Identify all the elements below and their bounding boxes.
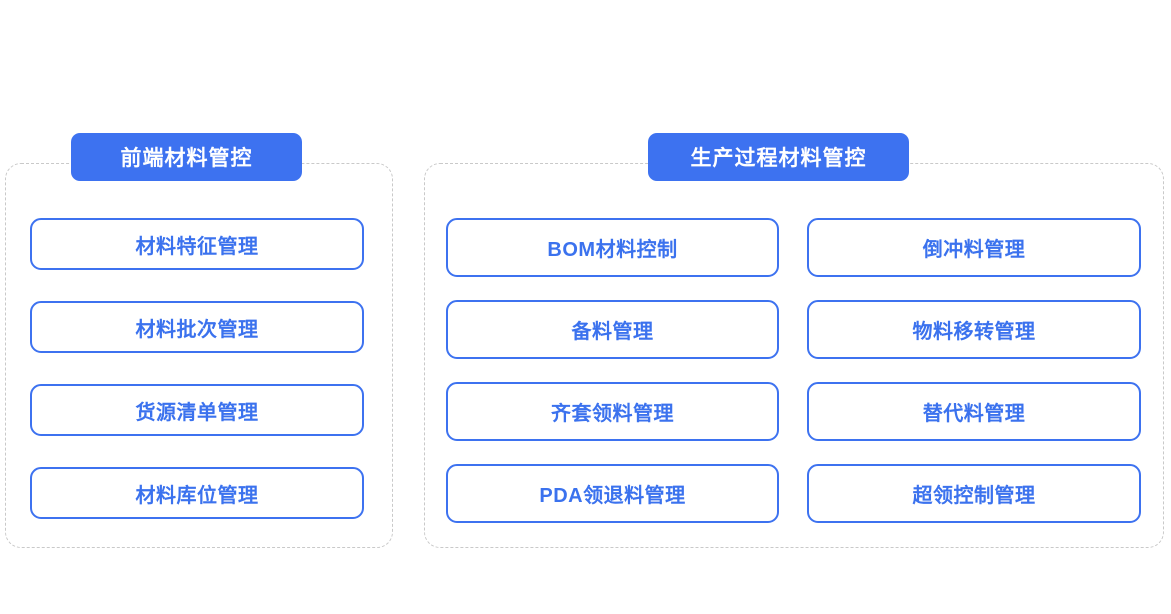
card-material-location-management[interactable]: 材料库位管理 [30,467,364,519]
card-column-production-right: 倒冲料管理 物料移转管理 替代料管理 超领控制管理 [807,218,1141,523]
card-substitute-material-management[interactable]: 替代料管理 [807,382,1141,441]
card-column-front-end: 材料特征管理 材料批次管理 货源清单管理 材料库位管理 [30,218,364,519]
card-source-list-management[interactable]: 货源清单管理 [30,384,364,436]
group-header-production-process-material-control: 生产过程材料管控 [648,133,909,181]
card-bom-material-control[interactable]: BOM材料控制 [446,218,779,277]
card-material-transfer-management[interactable]: 物料移转管理 [807,300,1141,359]
card-material-feature-management[interactable]: 材料特征管理 [30,218,364,270]
card-material-batch-management[interactable]: 材料批次管理 [30,301,364,353]
card-pda-pick-return-management[interactable]: PDA领退料管理 [446,464,779,523]
card-column-production-left: BOM材料控制 备料管理 齐套领料管理 PDA领退料管理 [446,218,779,523]
card-material-preparation-management[interactable]: 备料管理 [446,300,779,359]
card-over-issue-control-management[interactable]: 超领控制管理 [807,464,1141,523]
card-backflush-management[interactable]: 倒冲料管理 [807,218,1141,277]
card-kitting-picking-management[interactable]: 齐套领料管理 [446,382,779,441]
group-header-front-end-material-control: 前端材料管控 [71,133,302,181]
